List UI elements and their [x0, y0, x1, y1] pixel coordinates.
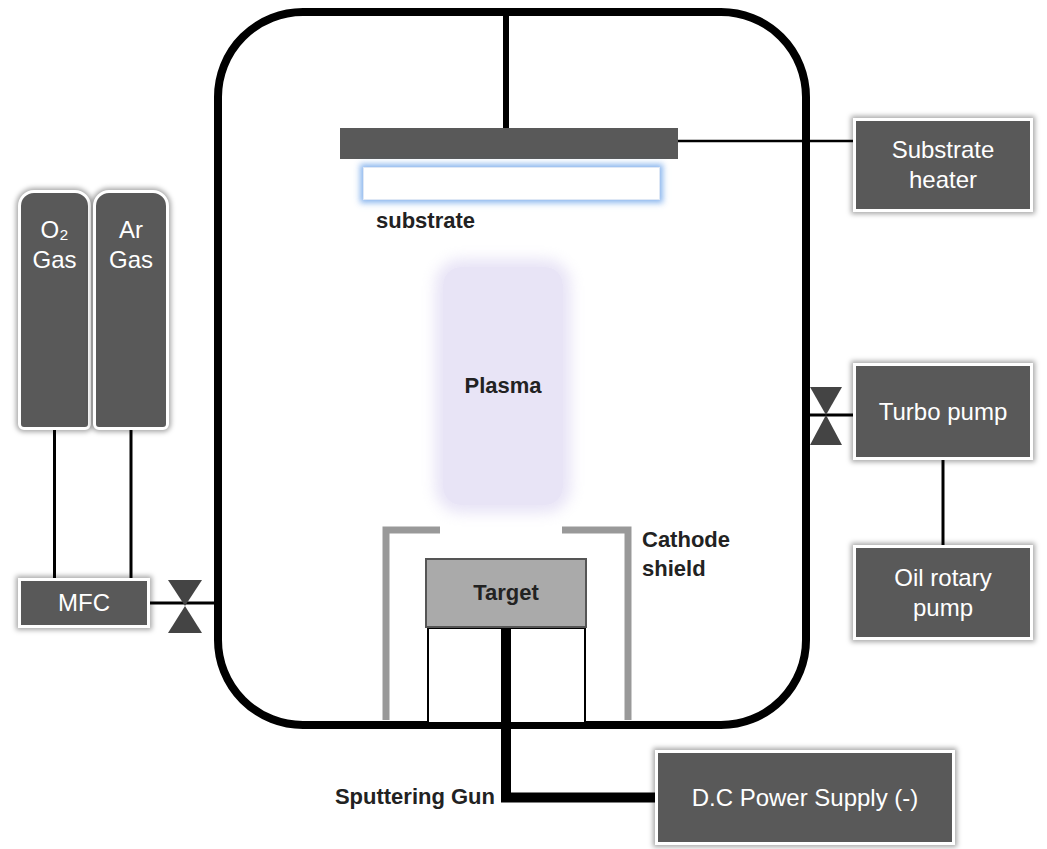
gas-cylinder: Ar Gas — [93, 190, 169, 430]
heater-box: Substrate heater — [853, 118, 1033, 212]
pump-valve — [810, 387, 842, 415]
node-text: Ar Gas — [96, 215, 166, 275]
plasma-region: Plasma — [443, 267, 563, 505]
pipe-line — [53, 430, 56, 578]
substrate: substrate — [363, 167, 660, 200]
pump-valve — [810, 415, 842, 445]
gas-cylinder: O₂ Gas — [18, 190, 91, 430]
node-text: substrate — [376, 208, 475, 234]
part-label: Sputtering Gun — [335, 783, 495, 812]
pipe-line — [942, 460, 945, 545]
heater-wire — [678, 140, 853, 143]
node-text: MFC — [58, 588, 110, 618]
part-label: Cathode shield — [642, 526, 792, 583]
node-text: Plasma — [464, 373, 541, 399]
node-text: Target — [473, 580, 539, 606]
substrate-holder — [340, 128, 678, 159]
node-text: Oil rotary pump — [866, 563, 1020, 623]
pump-pipe — [806, 414, 853, 417]
holder-rod — [503, 12, 509, 130]
pump-box: Oil rotary pump — [853, 545, 1033, 640]
node-text: O₂ Gas — [21, 215, 88, 275]
node-text: D.C Power Supply (-) — [692, 783, 919, 813]
gas-valve — [168, 606, 202, 633]
pipe-line — [130, 430, 133, 578]
power-supply-box: D.C Power Supply (-) — [655, 750, 955, 845]
power-cable — [506, 628, 655, 798]
node-text: Substrate heater — [866, 135, 1020, 195]
vacuum-chamber — [218, 12, 806, 725]
mfc-box: MFC — [18, 578, 150, 628]
node-text: Turbo pump — [879, 397, 1008, 427]
pump-box: Turbo pump — [853, 363, 1033, 460]
sputter-target: Target — [425, 558, 587, 628]
gas-valve — [168, 580, 202, 606]
